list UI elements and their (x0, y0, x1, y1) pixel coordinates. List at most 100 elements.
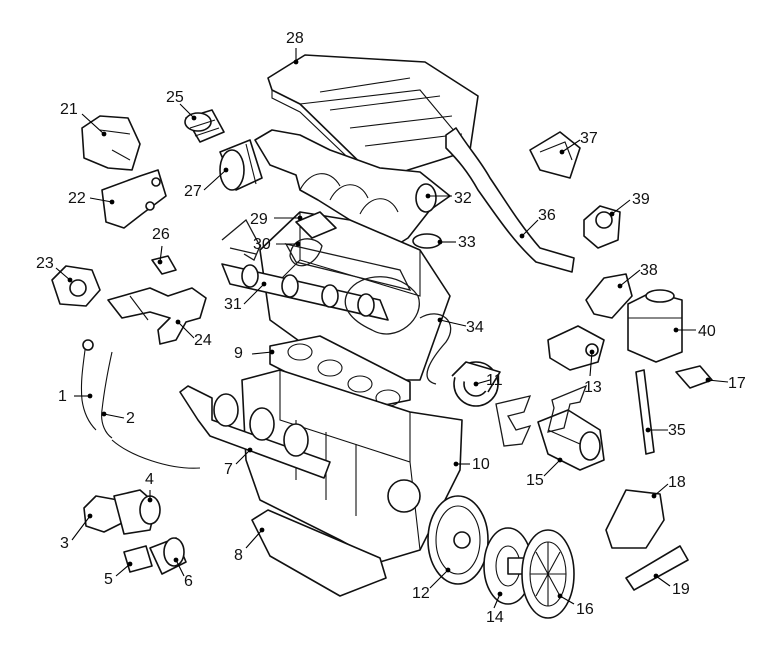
engine-mount-upper (81, 115, 141, 171)
callout-anchor-dot (609, 211, 615, 217)
oil-pan (251, 509, 387, 597)
callout-27: 27 (184, 167, 229, 200)
callout-10: 10 (453, 456, 490, 473)
callout-12: 12 (412, 567, 451, 602)
callout-14: 14 (486, 591, 504, 626)
callout-label: 10 (472, 456, 490, 473)
callout-8: 8 (234, 527, 265, 564)
callout-anchor-dot (247, 447, 253, 453)
callout-label: 38 (640, 262, 658, 279)
callout-label: 31 (224, 296, 242, 313)
callout-label: 22 (68, 190, 86, 207)
oil-filter (123, 537, 187, 575)
hose-clip (151, 255, 177, 275)
callout-18: 18 (651, 474, 686, 499)
callout-11: 11 (473, 372, 503, 389)
intake-boot (219, 139, 263, 191)
callout-anchor-dot (173, 557, 179, 563)
callout-anchor-dot (295, 241, 301, 247)
callout-label: 26 (152, 226, 170, 243)
callout-label: 33 (458, 234, 476, 251)
callout-leader-line (55, 267, 71, 281)
callout-leader-line (619, 269, 641, 287)
callout-label: 7 (224, 461, 233, 478)
callout-label: 35 (668, 422, 686, 439)
engine-block (241, 369, 463, 563)
callout-leader-line (235, 449, 251, 465)
callout-leader-line (103, 413, 125, 419)
callout-23: 23 (36, 255, 73, 283)
callout-6: 6 (173, 557, 193, 590)
callout-anchor-dot (653, 573, 659, 579)
callout-38: 38 (617, 262, 658, 289)
callout-label: 39 (632, 191, 650, 208)
oil-filter-housing (83, 489, 161, 535)
callout-leader-line (653, 483, 669, 497)
callout-anchor-dot (519, 233, 525, 239)
head-gasket (269, 335, 411, 411)
water-pipe (107, 287, 207, 345)
callout-leader-line (561, 139, 581, 153)
callout-37: 37 (559, 130, 598, 155)
callout-21: 21 (60, 101, 107, 137)
callout-32: 32 (425, 190, 472, 207)
callout-label: 13 (584, 379, 602, 396)
callout-3: 3 (60, 513, 93, 552)
callout-label: 25 (166, 89, 184, 106)
callout-2: 2 (101, 410, 135, 427)
parts-illustration (51, 54, 713, 619)
callout-anchor-dot (87, 393, 93, 399)
callout-anchor-dot (705, 377, 711, 383)
callout-anchor-dot (437, 317, 443, 323)
callout-1: 1 (58, 388, 93, 405)
callout-leader-line (707, 379, 729, 383)
callout-label: 34 (466, 319, 484, 336)
callout-19: 19 (653, 573, 690, 598)
oil-level-tube (101, 351, 113, 439)
callout-31: 31 (224, 281, 267, 313)
callout-label: 40 (698, 323, 716, 340)
engine-mount-bracket (101, 169, 167, 229)
callout-anchor-dot (453, 461, 459, 467)
mount-strap (625, 545, 689, 591)
callout-leader-line (429, 569, 449, 589)
watermark (221, 218, 588, 447)
callout-7: 7 (224, 447, 253, 478)
callout-label: 2 (126, 410, 135, 427)
callout-leader-line (559, 595, 575, 605)
callout-anchor-dot (497, 591, 503, 597)
callout-anchor-dot (645, 427, 651, 433)
callout-label: 36 (538, 207, 556, 224)
crankshaft (179, 385, 331, 479)
callout-22: 22 (68, 190, 115, 207)
callout-label: 1 (58, 388, 67, 405)
callout-anchor-dot (101, 131, 107, 137)
callout-label: 6 (184, 573, 193, 590)
coolant-reservoir (627, 289, 683, 363)
callout-anchor-dot (109, 199, 115, 205)
callout-label: 28 (286, 30, 304, 47)
callout-anchor-dot (297, 215, 303, 221)
callout-anchor-dot (147, 497, 153, 503)
callout-anchor-dot (175, 319, 181, 325)
callout-24: 24 (175, 319, 212, 349)
callout-anchor-dot (425, 193, 431, 199)
callout-anchor-dot (589, 349, 595, 355)
callout-leader-line (475, 379, 491, 385)
callout-anchor-dot (269, 349, 275, 355)
seal-ring (412, 233, 442, 249)
egr-valve (583, 205, 621, 249)
callout-15: 15 (526, 457, 563, 489)
callout-anchor-dot (293, 59, 299, 65)
gearbox-mount-bracket (605, 489, 665, 549)
temperature-sensor (675, 365, 713, 389)
callout-leader-line (89, 197, 113, 203)
callout-anchor-dot (127, 561, 133, 567)
callout-label: 19 (672, 581, 690, 598)
callout-label: 17 (728, 375, 746, 392)
callout-30: 30 (253, 236, 301, 253)
callout-label: 21 (60, 101, 78, 118)
callout-label: 16 (576, 601, 594, 618)
